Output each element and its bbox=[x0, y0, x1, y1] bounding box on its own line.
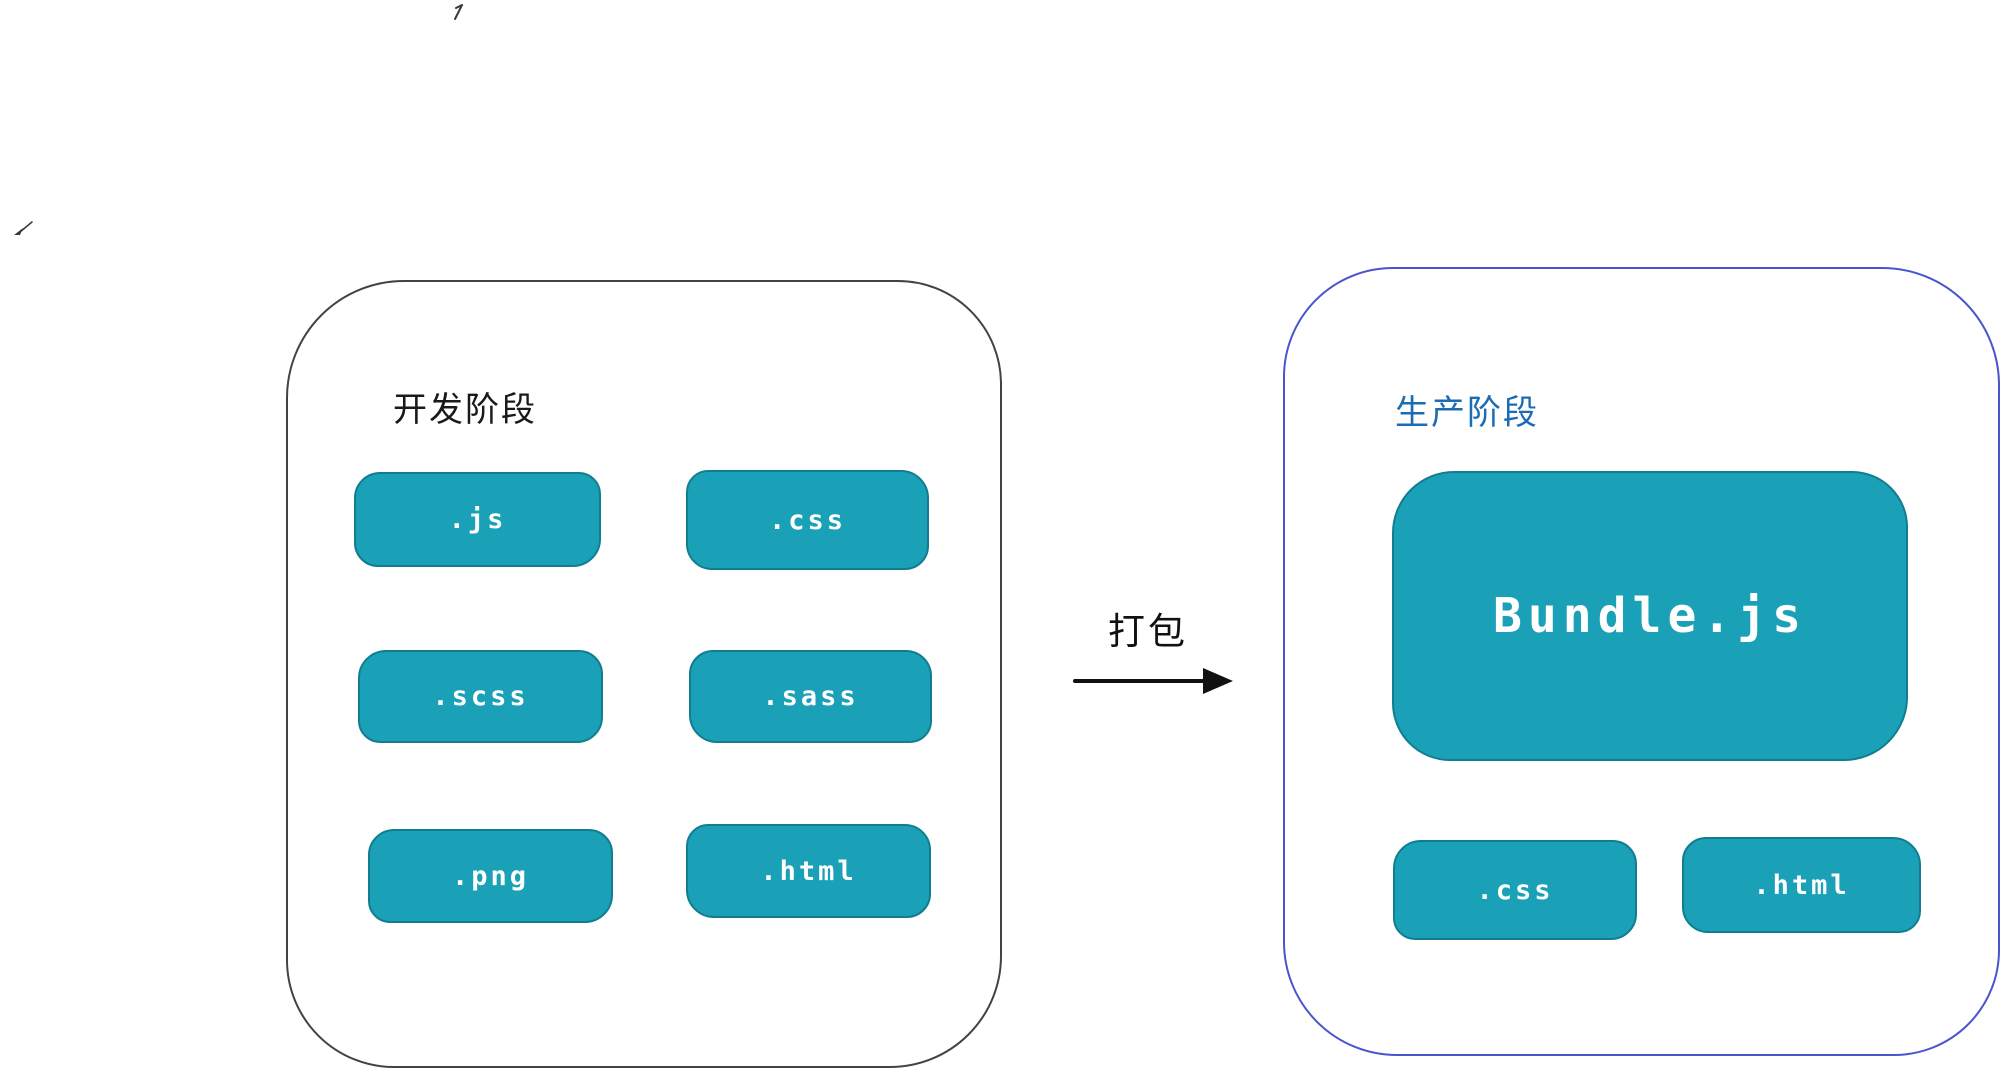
pen-scribble-icon bbox=[454, 4, 463, 20]
pen-scribble-icon bbox=[14, 221, 33, 235]
dev-stage-container: 开发阶段 .js .css .scss .sass .png .html bbox=[286, 280, 1002, 1068]
file-box-sass: .sass bbox=[689, 650, 932, 743]
bundle-arrow-label: 打包 bbox=[1108, 611, 1188, 652]
file-box-png: .png bbox=[368, 829, 613, 923]
dev-stage-title: 开发阶段 bbox=[393, 391, 537, 429]
file-box-html: .html bbox=[1682, 837, 1921, 933]
bundle-arrow-head-icon bbox=[1203, 668, 1233, 694]
prod-stage-container: 生产阶段 Bundle.js .css .html bbox=[1283, 267, 2000, 1056]
file-box-js: .js bbox=[354, 472, 601, 567]
prod-stage-title: 生产阶段 bbox=[1395, 394, 1539, 432]
file-box-css: .css bbox=[1393, 840, 1637, 940]
bundle-js-box: Bundle.js bbox=[1392, 471, 1908, 761]
file-box-scss: .scss bbox=[358, 650, 603, 743]
bundle-arrow-line bbox=[1073, 679, 1207, 683]
file-box-css: .css bbox=[686, 470, 929, 570]
file-box-html: .html bbox=[686, 824, 931, 918]
